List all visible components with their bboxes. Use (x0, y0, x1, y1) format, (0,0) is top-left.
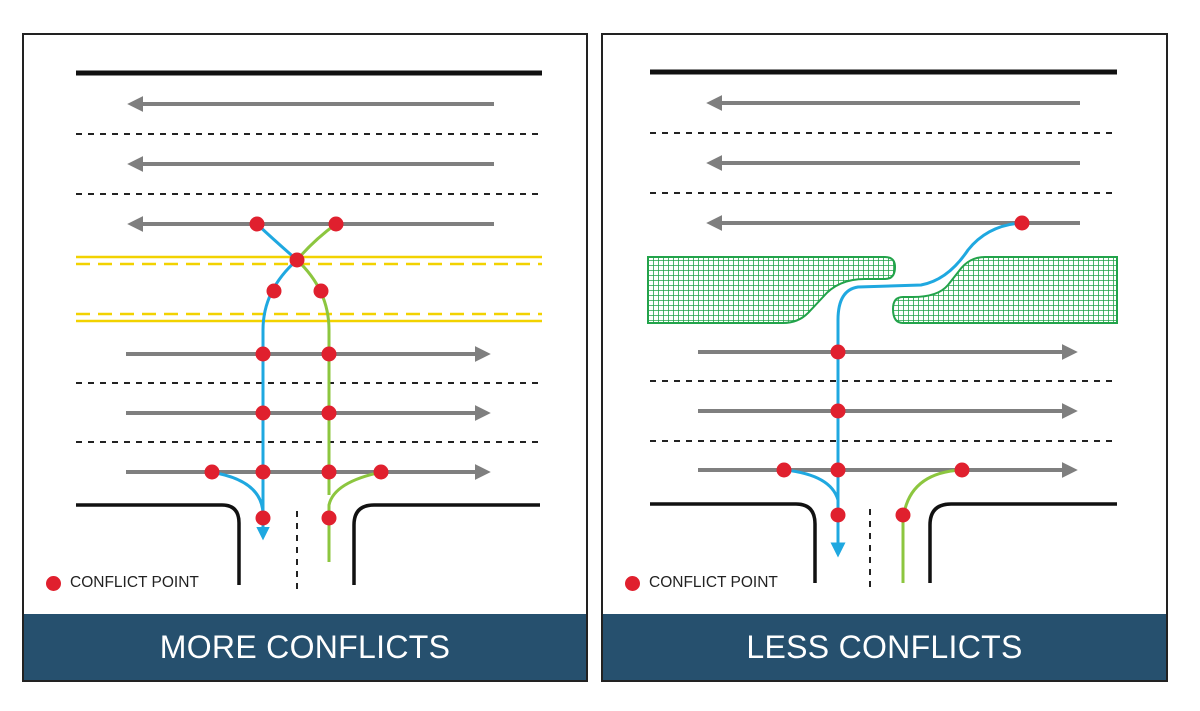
conflict-point (895, 507, 911, 523)
intersection-diagram-more-conflicts (76, 70, 542, 591)
conflict-point (321, 405, 337, 421)
conflict-point (255, 405, 271, 421)
raised-median-east (891, 256, 1118, 324)
legend: CONFLICT POINT (625, 573, 778, 593)
conflict-point (266, 283, 282, 299)
conflict-point (776, 462, 792, 478)
conflict-point (321, 464, 337, 480)
conflict-point (373, 464, 389, 480)
conflict-point (255, 464, 271, 480)
intersection-diagram-less-conflicts (647, 69, 1118, 591)
conflict-point (321, 510, 337, 526)
panel-less-conflicts: CONFLICT POINT LESS CONFLICTS (601, 33, 1168, 682)
painted-median (76, 255, 542, 323)
panel-more-conflicts: CONFLICT POINT MORE CONFLICTS (22, 33, 588, 682)
conflict-point (313, 283, 329, 299)
conflict-point (328, 216, 344, 232)
panel-caption: LESS CONFLICTS (603, 614, 1166, 680)
conflict-point-legend-dot (46, 575, 61, 591)
conflict-point (830, 507, 846, 523)
curb-left (76, 503, 241, 585)
curb-right (928, 502, 1117, 583)
conflict-point (830, 462, 846, 478)
curb-left (650, 502, 817, 583)
right-turn-out-path (901, 468, 962, 583)
conflict-point (954, 462, 970, 478)
conflict-point (255, 510, 271, 526)
conflict-point-legend-dot (625, 575, 640, 591)
right-turn-in-path (784, 468, 840, 501)
conflict-point (1014, 215, 1030, 231)
left-turn-in-path (830, 221, 1023, 558)
raised-median-west (647, 256, 897, 324)
conflict-point (830, 403, 846, 419)
legend: CONFLICT POINT (46, 573, 199, 593)
conflict-point (255, 346, 271, 362)
conflict-point (321, 346, 337, 362)
legend-label: CONFLICT POINT (649, 574, 778, 591)
conflict-point (289, 252, 305, 268)
conflict-point (830, 344, 846, 360)
panel-caption: MORE CONFLICTS (24, 614, 586, 680)
legend-label: CONFLICT POINT (70, 574, 199, 591)
conflict-point (204, 464, 220, 480)
right-turn-out-path (327, 470, 383, 562)
conflict-point (249, 216, 265, 232)
curb-right (352, 503, 540, 585)
